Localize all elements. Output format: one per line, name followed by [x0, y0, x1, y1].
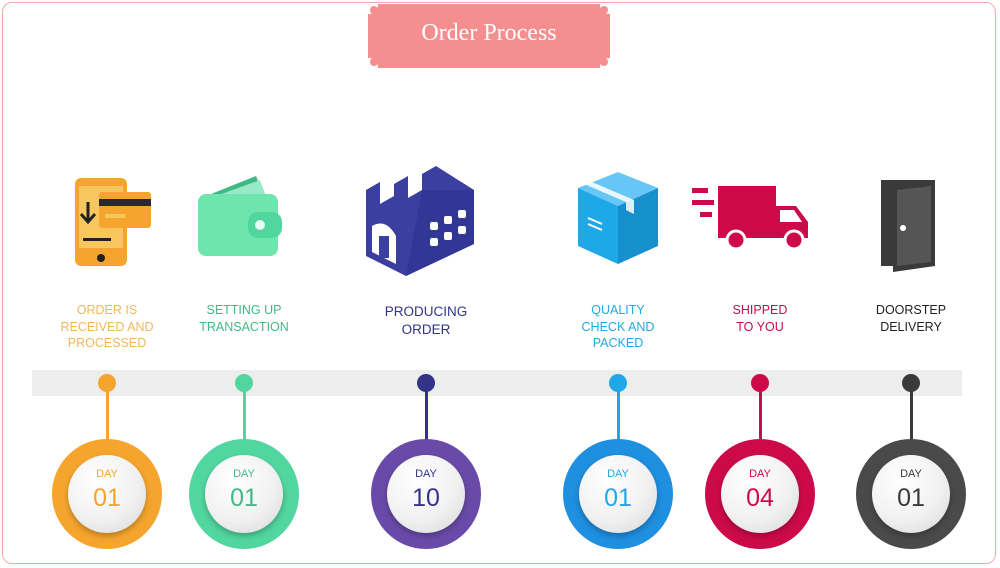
day-badge: DAY 04 — [705, 439, 815, 549]
day-badge: DAY 10 — [371, 439, 481, 549]
timeline-dot — [902, 374, 920, 392]
timeline-dot — [98, 374, 116, 392]
wallet-icon — [164, 170, 324, 271]
door-icon — [831, 176, 991, 281]
step-label: ORDER IS RECEIVED AND PROCESSED — [60, 303, 154, 350]
day-label: DAY — [749, 468, 771, 480]
timeline-dot — [235, 374, 253, 392]
timeline-stem — [616, 386, 620, 446]
step-producing-order: PRODUCING ORDER DAY 10 — [346, 0, 506, 568]
package-box-icon — [538, 168, 698, 273]
day-label: DAY — [96, 468, 118, 480]
timeline-stem — [242, 386, 246, 446]
day-label: DAY — [607, 468, 629, 480]
day-count: 04 — [746, 484, 774, 512]
timeline-stem — [105, 386, 109, 446]
timeline-band — [32, 370, 962, 396]
day-label: DAY — [900, 468, 922, 480]
step-shipped: SHIPPED TO YOU DAY 04 — [680, 0, 840, 568]
day-count: 01 — [897, 484, 925, 512]
step-label: PRODUCING ORDER — [384, 304, 468, 337]
step-label: SHIPPED TO YOU — [732, 303, 788, 334]
step-quality-check: QUALITY CHECK AND PACKED DAY 01 — [538, 0, 698, 568]
day-count: 01 — [604, 484, 632, 512]
banner-shape — [368, 4, 610, 68]
title-banner: Order Process — [364, 0, 614, 72]
step-doorstep-delivery: DOORSTEP DELIVERY DAY 01 — [831, 0, 991, 568]
day-count: 01 — [93, 484, 121, 512]
day-label: DAY — [233, 468, 255, 480]
delivery-truck-icon — [680, 184, 840, 259]
page-title: Order Process — [421, 20, 557, 46]
timeline-stem — [424, 386, 428, 446]
factory-icon — [346, 160, 506, 285]
step-label: QUALITY CHECK AND PACKED — [581, 303, 655, 350]
day-count: 01 — [230, 484, 258, 512]
timeline-dot — [609, 374, 627, 392]
step-order-received: ORDER IS RECEIVED AND PROCESSED DAY 01 — [27, 0, 187, 568]
timeline-dot — [417, 374, 435, 392]
day-badge: DAY 01 — [52, 439, 162, 549]
day-badge: DAY 01 — [189, 439, 299, 549]
timeline-stem — [758, 386, 762, 446]
day-badge: DAY 01 — [563, 439, 673, 549]
step-setting-up-transaction: SETTING UP TRANSACTION DAY 01 — [164, 0, 324, 568]
day-label: DAY — [415, 468, 437, 480]
day-count: 10 — [412, 484, 440, 512]
mobile-payment-card-icon — [27, 172, 187, 273]
timeline-dot — [751, 374, 769, 392]
day-badge: DAY 01 — [856, 439, 966, 549]
timeline-stem — [909, 386, 913, 446]
step-label: SETTING UP TRANSACTION — [199, 303, 289, 334]
step-label: DOORSTEP DELIVERY — [875, 303, 947, 334]
